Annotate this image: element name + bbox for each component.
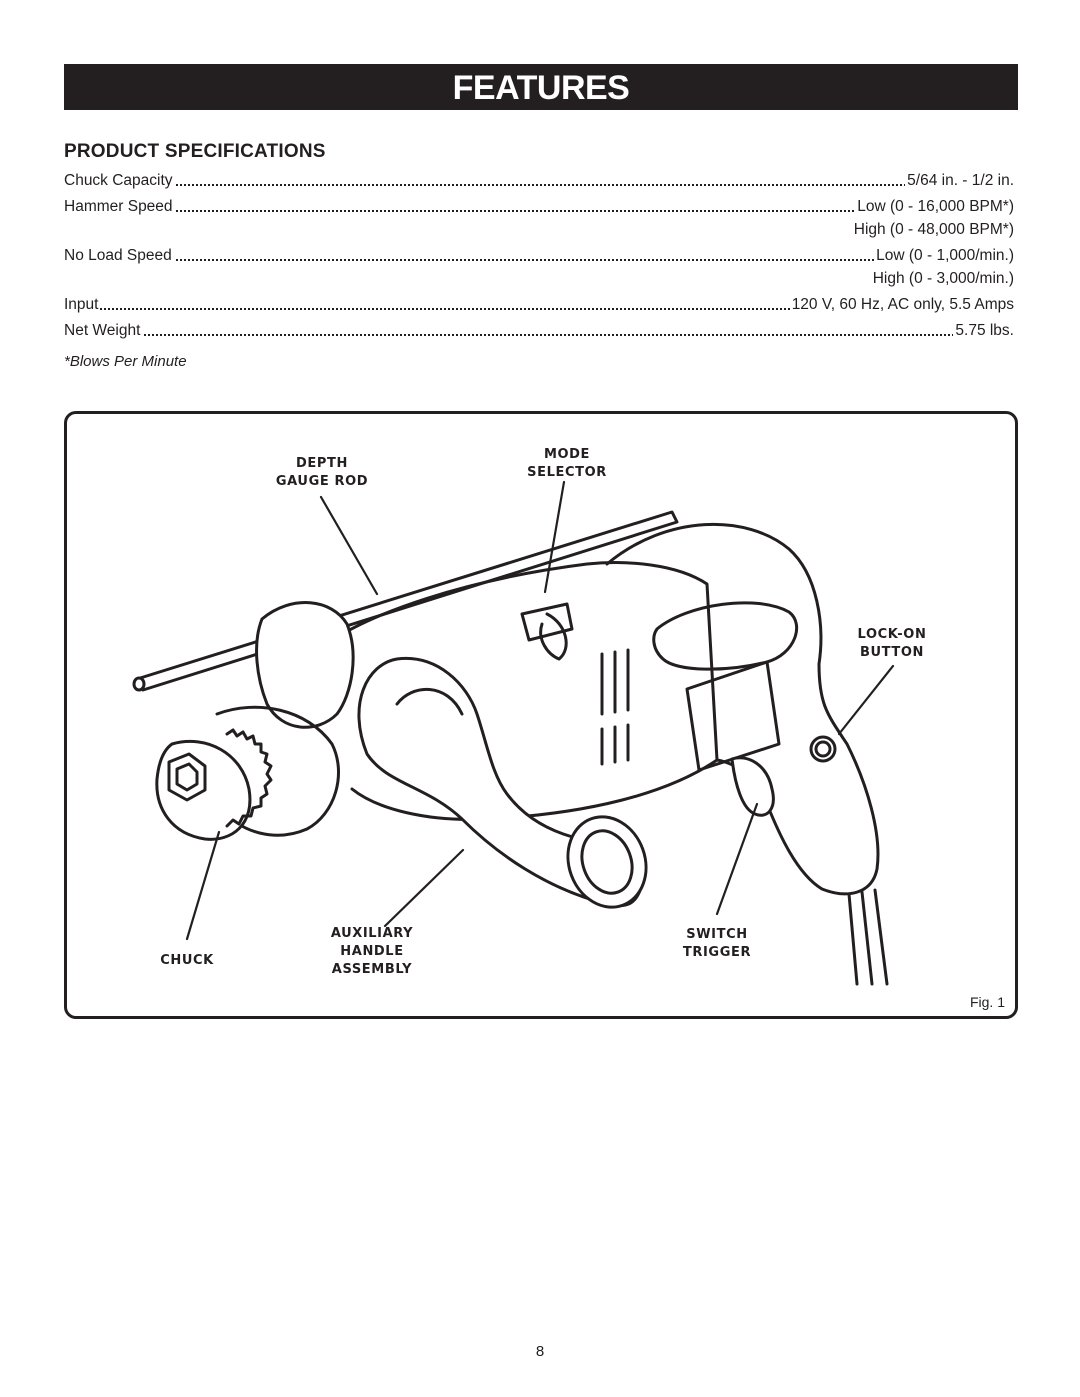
spec-row-input: Input 120 V, 60 Hz, AC only, 5.5 Amps [64,293,1014,316]
spec-label: Net Weight [64,319,143,342]
spec-value: 120 V, 60 Hz, AC only, 5.5 Amps [789,293,1014,316]
dot-leader [64,308,1014,310]
callout-lock-on-button: LOCK-ON BUTTON [857,627,927,660]
callout-switch-trigger: SWITCH TRIGGER [682,927,752,960]
features-banner: FEATURES [64,64,1018,110]
hammer-drill-illustration [132,480,895,986]
product-specifications-heading: PRODUCT SPECIFICATIONS [64,141,326,162]
figure-1-panel: DEPTH GAUGE ROD MODE SELECTOR LOCK-ON BU… [64,411,1018,1019]
spec-label: Chuck Capacity [64,169,175,192]
spec-value: Low (0 - 1,000/min.) [874,244,1014,267]
callout-mode-selector: MODE SELECTOR [527,447,607,480]
spec-row-no-load-speed: No Load Speed Low (0 - 1,000/min.) [64,244,1014,267]
spec-value: 5.75 lbs. [953,319,1014,342]
spec-label: Hammer Speed [64,195,175,218]
figure-label: Fig. 1 [969,994,1005,1010]
callout-chuck: CHUCK [160,953,214,968]
spec-value: 5/64 in. - 1/2 in. [905,169,1014,192]
spec-value: Low (0 - 16,000 BPM*) [855,195,1014,218]
page-number: 8 [535,1343,545,1360]
spec-value-continued: High (0 - 48,000 BPM*) [853,221,1014,238]
spec-value-continued: High (0 - 3,000/min.) [872,270,1014,287]
spec-row-net-weight: Net Weight 5.75 lbs. [64,319,1014,342]
bpm-footnote: *Blows Per Minute [64,353,187,370]
spec-row-hammer-speed: Hammer Speed Low (0 - 16,000 BPM*) [64,195,1014,218]
callout-auxiliary-handle-assembly: AUXILIARY HANDLE ASSEMBLY [330,926,414,977]
dot-leader [64,184,1014,186]
dot-leader [64,334,1014,336]
spec-label: Input [64,293,101,316]
callout-depth-gauge-rod: DEPTH GAUGE ROD [275,456,369,489]
specifications-table: Chuck Capacity 5/64 in. - 1/2 in. Hammer… [64,169,1014,342]
dot-leader [64,210,1014,212]
dot-leader [64,259,1014,261]
spec-row-chuck-capacity: Chuck Capacity 5/64 in. - 1/2 in. [64,169,1014,192]
spec-label: No Load Speed [64,244,174,267]
